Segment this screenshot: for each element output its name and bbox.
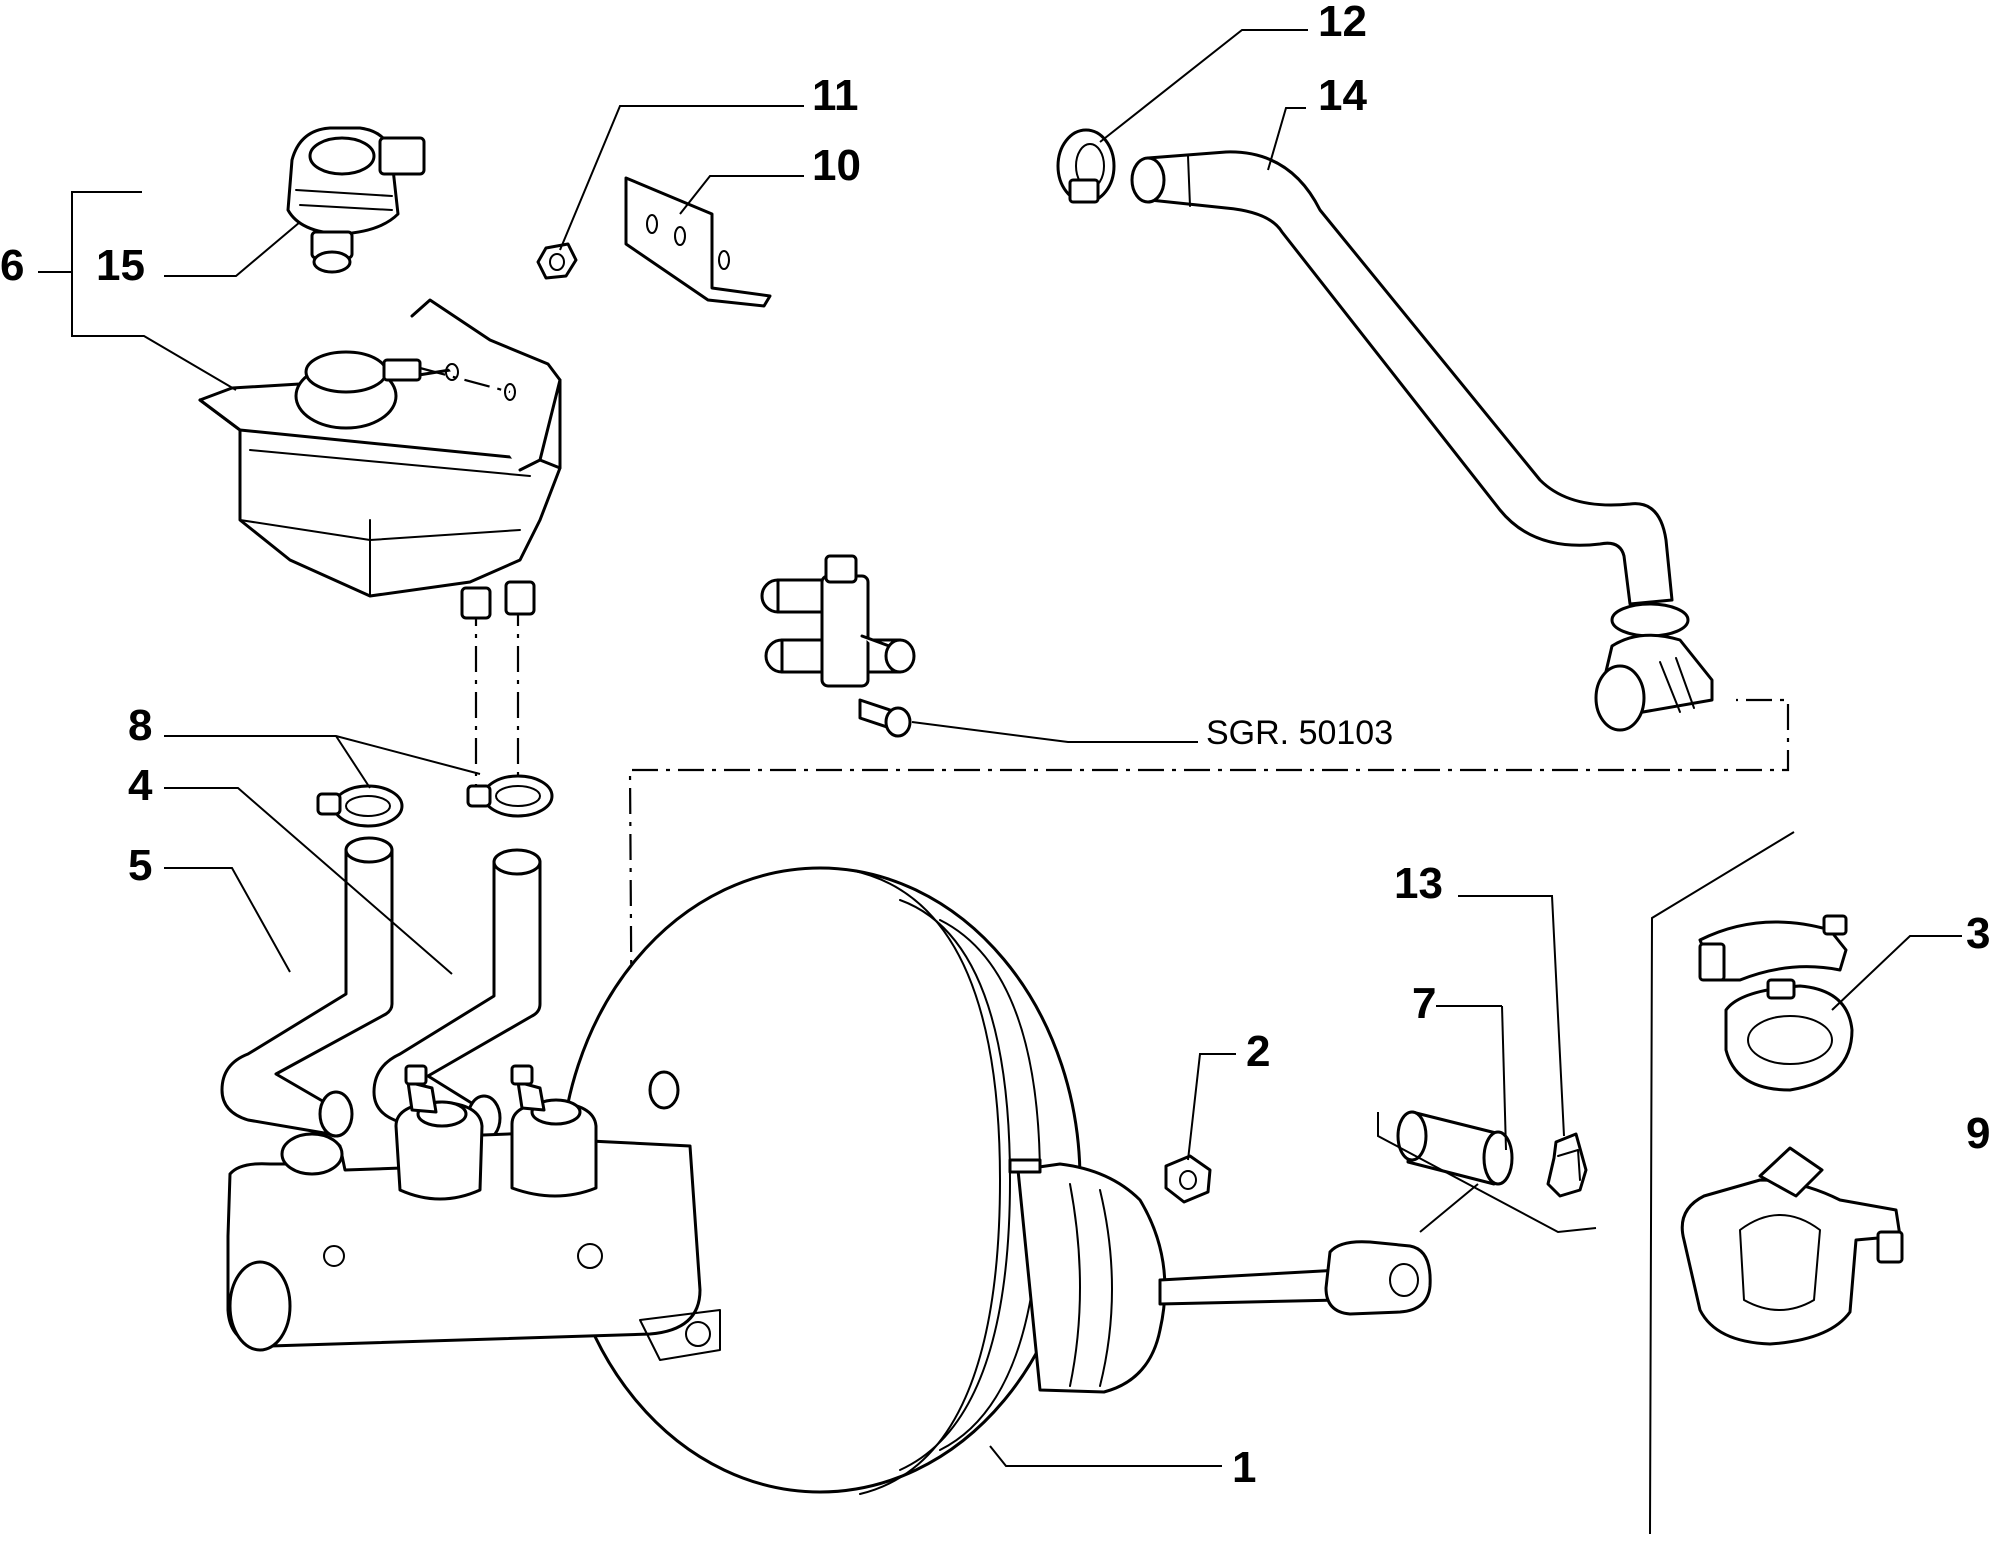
callout-10: 10 xyxy=(812,141,861,190)
clip-part-9[interactable] xyxy=(1680,1146,1904,1346)
alignment-lines xyxy=(474,600,1790,1091)
hose-part-5[interactable] xyxy=(220,836,394,1138)
callout-5: 5 xyxy=(128,841,152,890)
callout-11: 11 xyxy=(812,71,859,120)
callout-15: 15 xyxy=(96,241,145,290)
callout-8: 8 xyxy=(128,701,152,750)
group-reference-label: SGR. 50103 xyxy=(1206,714,1393,752)
callout-4: 4 xyxy=(128,761,153,810)
callout-12: 12 xyxy=(1318,0,1367,46)
group-bracket-7-13 xyxy=(1377,1112,1597,1234)
bracket-part-10[interactable] xyxy=(624,176,772,308)
clip-part-13[interactable] xyxy=(1546,1132,1588,1198)
nut-part-11[interactable] xyxy=(536,242,578,280)
non-return-valve[interactable] xyxy=(760,554,916,738)
fluid-reservoir-part-6[interactable] xyxy=(198,298,562,620)
reservoir-cap-part-15[interactable] xyxy=(286,126,426,274)
vacuum-hose-part-14[interactable] xyxy=(1130,150,1714,732)
clip-part-3[interactable] xyxy=(1698,914,1854,1092)
callout-3: 3 xyxy=(1966,909,1990,958)
pin-part-7[interactable] xyxy=(1396,1110,1514,1186)
inset-panel-border xyxy=(1649,831,1795,1535)
hose-part-4[interactable] xyxy=(372,848,542,1142)
brake-booster-part-1[interactable] xyxy=(226,866,1432,1495)
callout-13: 13 xyxy=(1394,859,1443,908)
callout-14: 14 xyxy=(1318,71,1367,120)
callout-1: 1 xyxy=(1232,1443,1256,1492)
hose-clamp-part-12[interactable] xyxy=(1056,128,1116,204)
callout-7: 7 xyxy=(1412,979,1436,1028)
callout-6: 6 xyxy=(0,241,24,290)
callout-labels: 1 2 3 4 5 6 7 8 9 10 11 12 13 14 15 SGR.… xyxy=(0,0,1990,1492)
callout-9: 9 xyxy=(1966,1109,1990,1158)
callout-2: 2 xyxy=(1246,1027,1270,1076)
nut-part-2[interactable] xyxy=(1164,1154,1212,1204)
hose-clamps-part-8[interactable] xyxy=(316,774,554,828)
callout-leaders xyxy=(38,29,1962,1467)
